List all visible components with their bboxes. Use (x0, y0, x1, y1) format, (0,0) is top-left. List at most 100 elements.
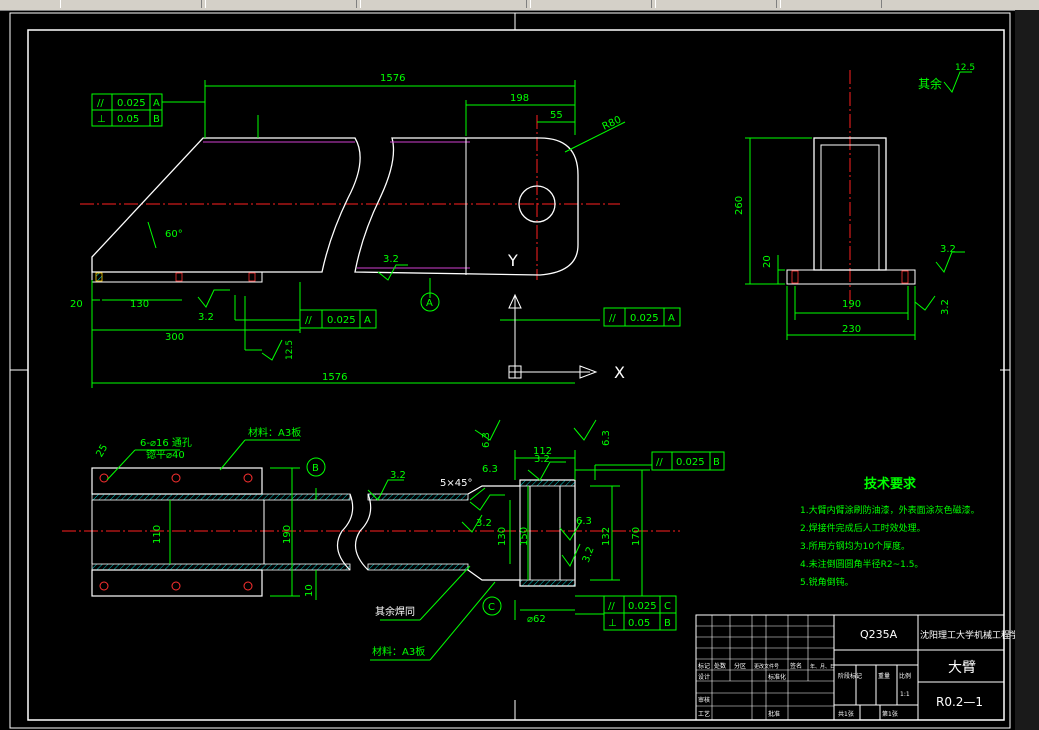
datum-b: B (312, 463, 319, 474)
tb-label: 标记 (698, 662, 710, 670)
sec-dim-170: 170 (631, 527, 642, 546)
tb-label: 分区 (734, 662, 746, 670)
datum-c: C (488, 602, 495, 613)
sec-dim-150: 150 (519, 527, 530, 546)
toolbar-tab[interactable] (60, 0, 202, 8)
top-view: 1576 198 55 R80 60° 20 130 300 1576 3.2 … (70, 73, 681, 388)
datum-a-circle (420, 292, 440, 312)
toolbar-tab[interactable] (655, 0, 777, 8)
fcf3-value: 0.025 (327, 315, 356, 326)
sec-dim-62: ⌀62 (527, 614, 546, 625)
dim-1576-bottom: 1576 (322, 372, 347, 383)
rest-roughness-value: 12.5 (955, 63, 975, 73)
tb-sheet-no: 第1张 (882, 710, 898, 718)
ucs-icon (508, 293, 598, 379)
sec-dim-112: 112 (533, 446, 552, 457)
tb-weight: 重量 (878, 672, 890, 680)
sec-dim-25: 25 (94, 443, 110, 460)
toolbar-tab[interactable] (205, 0, 357, 8)
tb-approve: 批准 (768, 710, 780, 718)
dim-130: 130 (130, 299, 149, 310)
tb-stage: 阶段标记 (838, 672, 862, 680)
tb-scale-value: 1:1 (900, 691, 910, 698)
fcf5-symbol: // (656, 457, 663, 468)
tech-req-title: 技术要求 (864, 476, 917, 492)
tb-sheets: 共1张 (838, 710, 854, 718)
tech-req-item: 3.所用方钢均为10个厚度。 (800, 540, 910, 552)
toolbar-tab[interactable] (530, 0, 652, 8)
tech-req-item: 4.未注倒圆圆角半径R2~1.5。 (800, 558, 923, 570)
side-dim-190: 190 (842, 299, 861, 310)
sec-rough-63-a: 6.3 (482, 464, 498, 475)
tb-drawing-no: R0.2—1 (936, 695, 983, 709)
axis-y-label: Y (507, 251, 518, 270)
scrollbar[interactable] (1015, 10, 1039, 730)
fcf2-value: 0.05 (117, 114, 139, 125)
tb-school: 沈阳理工大学机械工程学院 (920, 629, 1015, 641)
fcf5-value: 0.025 (676, 457, 705, 468)
rough-12-5: 12.5 (285, 340, 295, 360)
sec-rough-c: 3.2 (476, 518, 492, 529)
tech-req-item: 2.焊接件完成后人工时效处理。 (800, 522, 926, 534)
toolbar-tab[interactable] (360, 0, 527, 8)
sec-rough-a: 3.2 (390, 470, 406, 481)
fcf4-datum: A (668, 313, 675, 324)
fcf7-datum: B (664, 618, 671, 629)
side-view: 260 20 190 230 3.2 3.2 其余 12.5 (734, 63, 975, 340)
fcf2-symbol: ⊥ (97, 114, 106, 125)
title-block: Q235A 沈阳理工大学机械工程学院 大臂 R0.2—1 标记 处数 分区 更改… (695, 614, 1015, 721)
tb-designer: 设计 (698, 673, 710, 681)
fcf6-value: 0.025 (628, 601, 657, 612)
dim-20: 20 (70, 299, 83, 310)
holes-subnote: 锪平⌀40 (146, 448, 185, 461)
material-note-top: 材料：A3板 (248, 426, 301, 439)
tb-part-name: 大臂 (948, 660, 976, 676)
fcf4-symbol: // (609, 313, 616, 324)
side-dim-230: 230 (842, 324, 861, 335)
holes-note: 6-⌀16 通孔 (140, 437, 192, 449)
sec-dim-130: 130 (497, 527, 508, 546)
fcf6-datum: C (664, 601, 671, 612)
fcf3-datum: A (364, 315, 371, 326)
dim-1576-top: 1576 (380, 73, 405, 84)
dim-angle: 60° (165, 229, 183, 240)
tech-req-item: 1.大臂内臂涂刷防油漆，外表面涂灰色磁漆。 (800, 504, 980, 516)
fcf7-symbol: ⊥ (608, 618, 617, 629)
sec-dim-190: 190 (282, 525, 293, 544)
tb-label: 更改文件号 (754, 663, 779, 670)
sec-dim-10: 10 (304, 584, 315, 597)
fcf6-symbol: // (608, 601, 615, 612)
tb-process: 工艺 (698, 710, 710, 718)
fcf4-value: 0.025 (630, 313, 659, 324)
fcf2-datum: B (153, 114, 160, 125)
toolbar (0, 0, 1039, 11)
datum-a: A (426, 298, 433, 309)
chamfer-note: 5×45° (440, 478, 472, 489)
section-view: 110 190 10 130 150 132 170 112 ⌀62 6-⌀16… (62, 419, 725, 661)
fcf5-datum: B (713, 457, 720, 468)
side-rough-b: 3.2 (940, 299, 951, 315)
fcf1-value: 0.025 (117, 98, 146, 109)
fcf3-symbol: // (305, 315, 312, 326)
sec-rough-d: 3.2 (581, 545, 597, 564)
material-note-bottom: 材料：A3板 (372, 645, 425, 658)
technical-requirements: 技术要求 1.大臂内臂涂刷防油漆，外表面涂灰色磁漆。 2.焊接件完成后人工时效处… (800, 476, 980, 588)
axis-x-label: X (614, 363, 625, 382)
sec-rough-63-c: 6.3 (601, 430, 612, 446)
tb-scale: 比例 (899, 672, 911, 680)
tb-material: Q235A (860, 628, 898, 641)
rough-3-2-a: 3.2 (198, 312, 214, 323)
toolbar-tab[interactable] (780, 0, 882, 8)
fcf1-datum: A (153, 98, 160, 109)
rest-roughness-label: 其余 (918, 76, 942, 91)
tb-label: 年、月、日 (810, 663, 835, 670)
dim-55: 55 (550, 110, 563, 121)
sec-dim-132: 132 (601, 527, 612, 546)
weld-note: 其余焊同 (375, 605, 415, 618)
side-dim-260: 260 (734, 196, 745, 215)
rough-3-2-b: 3.2 (383, 254, 399, 265)
tb-review: 审核 (698, 696, 710, 704)
tech-req-item: 5.锐角倒钝。 (800, 576, 854, 588)
drawing-canvas[interactable]: 1576 198 55 R80 60° 20 130 300 1576 3.2 … (0, 10, 1015, 730)
sec-rough-b: 3.2 (534, 454, 550, 465)
